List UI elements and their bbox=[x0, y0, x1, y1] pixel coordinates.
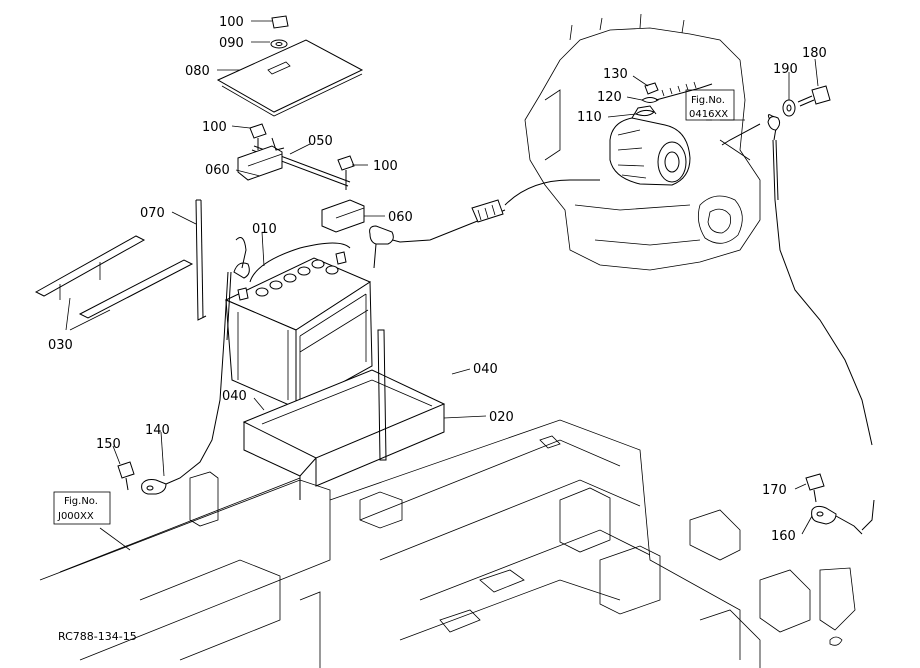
label-100-bolt-right: 100 bbox=[373, 159, 398, 174]
fig-ref-0416: Fig.No. 0416XX bbox=[689, 95, 728, 120]
drawing-code: RC788-134-15 bbox=[58, 630, 137, 643]
label-120: 120 bbox=[597, 90, 622, 105]
label-110: 110 bbox=[577, 110, 602, 125]
engine-block bbox=[524, 13, 761, 271]
part-labels: 100 090 080 100 050 100 060 060 070 010 … bbox=[48, 15, 827, 544]
starter-cable bbox=[655, 83, 713, 101]
label-040-bolt-left: 040 bbox=[222, 389, 247, 404]
fig-ref-j000-code: J000XX bbox=[57, 511, 94, 522]
label-190: 190 bbox=[773, 62, 798, 77]
label-100-nut-top: 100 bbox=[219, 15, 244, 30]
label-020-tray: 020 bbox=[489, 410, 514, 425]
label-130: 130 bbox=[603, 67, 628, 82]
label-100-bolt-left: 100 bbox=[202, 120, 227, 135]
label-030-pads: 030 bbox=[48, 338, 73, 353]
battery-positive-cable bbox=[369, 179, 600, 269]
label-060-bracket-left: 060 bbox=[205, 163, 230, 178]
label-070-rod: 070 bbox=[140, 206, 165, 221]
leader-lines bbox=[65, 20, 819, 551]
label-010-battery: 010 bbox=[252, 222, 277, 237]
fig-ref-j000-title: Fig.No. bbox=[64, 496, 98, 507]
ground-cable-left bbox=[235, 237, 247, 269]
fig-ref-0416-code: 0416XX bbox=[689, 109, 728, 120]
ground-bolt-right bbox=[805, 473, 875, 535]
hold-down-rod bbox=[195, 199, 207, 321]
battery-hold-down bbox=[237, 123, 365, 233]
label-090-washer: 090 bbox=[219, 36, 244, 51]
label-040-bolt-right: 040 bbox=[473, 362, 498, 377]
label-180: 180 bbox=[802, 46, 827, 61]
tractor-frame bbox=[39, 419, 856, 668]
battery bbox=[224, 242, 373, 409]
label-160: 160 bbox=[771, 529, 796, 544]
ground-cable-terminal bbox=[117, 461, 167, 495]
fig-ref-0416-title: Fig.No. bbox=[691, 95, 725, 106]
ground-cable-right bbox=[721, 85, 873, 446]
battery-cover-plate bbox=[216, 15, 364, 117]
fig-ref-j000: Fig.No. J000XX bbox=[57, 496, 98, 522]
label-170: 170 bbox=[762, 483, 787, 498]
fig-ref-j000-box bbox=[53, 491, 111, 525]
battery-caps bbox=[255, 259, 339, 297]
battery-pads bbox=[34, 235, 194, 319]
label-050-rod: 050 bbox=[308, 134, 333, 149]
starter-terminal-parts bbox=[634, 82, 659, 117]
label-150-bolt: 150 bbox=[96, 437, 121, 452]
fig-ref-0416-box bbox=[685, 89, 735, 121]
label-080-cover: 080 bbox=[185, 64, 210, 79]
starter-motor bbox=[609, 105, 691, 186]
label-060-bracket-right: 060 bbox=[388, 210, 413, 225]
label-140-cable: 140 bbox=[145, 423, 170, 438]
